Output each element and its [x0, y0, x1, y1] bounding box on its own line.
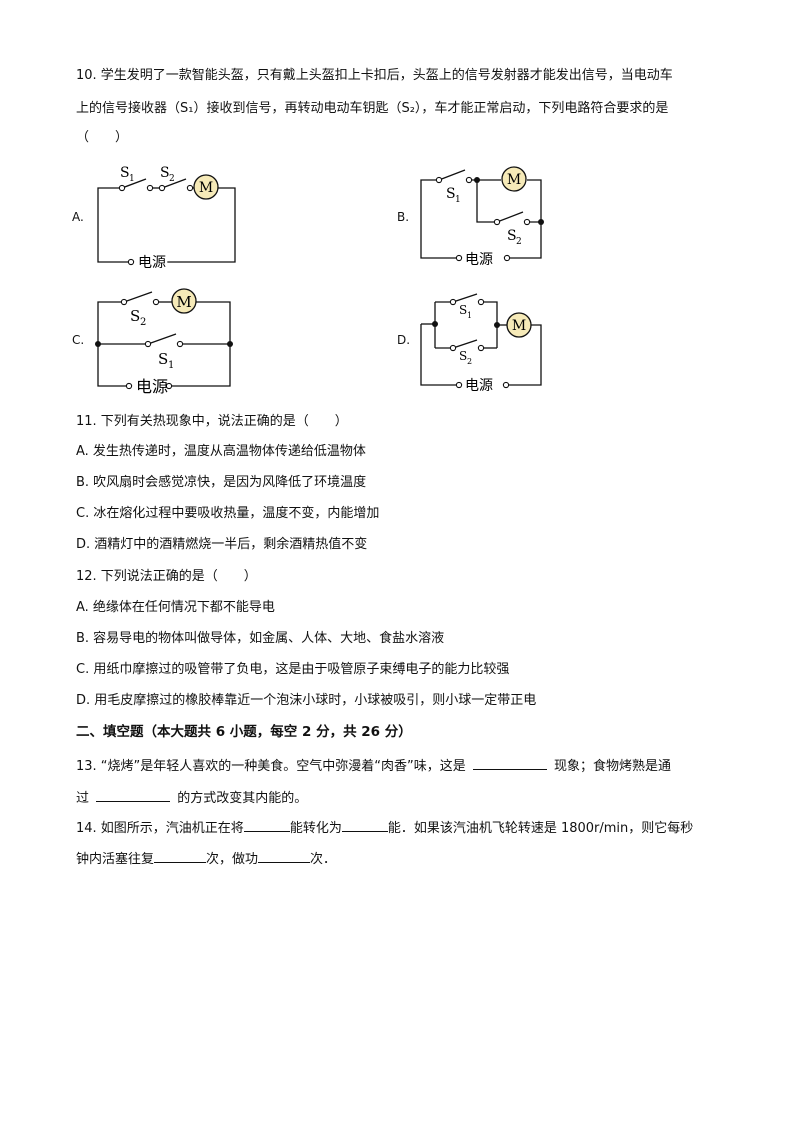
option-c-label: C.: [72, 333, 85, 347]
svg-text:电源: 电源: [138, 255, 166, 271]
option-a-label: A.: [72, 210, 84, 224]
q11-stem: 11. 下列有关热现象中，说法正确的是（ ）: [76, 414, 348, 429]
svg-text:电源: 电源: [138, 255, 166, 271]
q10-stem-line3: （ ）: [76, 130, 129, 145]
motor-icon: [171, 288, 197, 314]
svg-text:1: 1: [467, 311, 472, 320]
q12-option-c: C. 用纸巾摩擦过的吸管带了负电，这是由于吸管原子束缚电子的能力比较强: [76, 662, 510, 677]
circuit-diagram-c: M S 2 S 1 电源: [95, 288, 233, 396]
svg-text:S: S: [120, 165, 130, 181]
svg-text:2: 2: [140, 317, 146, 328]
circuit-diagram-b: M S 1 S 2 电源: [420, 166, 544, 268]
blank-field[interactable]: [258, 848, 311, 863]
blank-field[interactable]: [243, 817, 290, 832]
q12-option-d: D. 用毛皮摩擦过的橡胶棒靠近一个泡沫小球时，小球被吸引，则小球一定带正电: [76, 693, 537, 708]
q13-line2: 过 的方式改变其内能的。: [76, 787, 307, 808]
svg-text:M: M: [176, 293, 191, 311]
svg-text:S: S: [446, 186, 456, 202]
svg-text:M: M: [512, 318, 526, 334]
blank-field[interactable]: [472, 755, 547, 770]
q12-option-b: B. 容易导电的物体叫做导体，如金属、人体、大地、食盐水溶液: [76, 631, 445, 646]
svg-text:M: M: [507, 172, 521, 188]
q11-option-b: B. 吹风扇时会感觉凉快，是因为风降低了环境温度: [76, 475, 367, 490]
svg-text:S: S: [160, 165, 170, 181]
q12-option-a: A. 绝缘体在任何情况下都不能导电: [76, 600, 275, 615]
motor-icon: [506, 312, 532, 338]
q11-option-c: C. 冰在熔化过程中要吸收热量，温度不变，内能增加: [76, 506, 380, 521]
svg-text:S: S: [459, 349, 467, 363]
blank-field[interactable]: [96, 787, 171, 802]
svg-text:电源: 电源: [136, 377, 168, 396]
svg-text:S: S: [130, 307, 140, 325]
blank-field[interactable]: [341, 817, 388, 832]
circuit-diagram-d: M S 1 S 2 电源: [420, 293, 542, 394]
svg-text:1: 1: [455, 195, 461, 205]
circuit-diagram-a: M S 1 S 2 电源 电源: [97, 165, 236, 274]
svg-text:2: 2: [169, 174, 175, 184]
svg-text:电源: 电源: [465, 378, 493, 394]
section-heading: 二、填空题（本大题共 6 小题，每空 2 分，共 26 分）: [76, 724, 412, 740]
q10-stem-line2: 上的信号接收器（S₁）接收到信号，再转动电动车钥匙（S₂），车才能正常启动，下列…: [76, 101, 669, 116]
svg-text:1: 1: [168, 360, 174, 371]
svg-text:1: 1: [129, 174, 135, 184]
motor-icon: [193, 174, 219, 200]
q14-line2: 钟内活塞往复次，做功次．: [76, 848, 336, 869]
svg-text:2: 2: [467, 357, 472, 366]
svg-text:S: S: [158, 350, 168, 368]
svg-text:S: S: [507, 228, 517, 244]
q12-stem: 12. 下列说法正确的是（ ）: [76, 569, 257, 584]
svg-text:电源: 电源: [465, 252, 493, 268]
svg-text:S: S: [459, 303, 467, 317]
blank-field[interactable]: [154, 848, 207, 863]
svg-text:M: M: [199, 180, 213, 196]
q11-option-a: A. 发生热传递时，温度从高温物体传递给低温物体: [76, 444, 366, 459]
q11-option-d: D. 酒精灯中的酒精燃烧一半后，剩余酒精热值不变: [76, 537, 368, 552]
option-d-label: D.: [397, 333, 411, 347]
q13-line1: 13. “烧烤”是年轻人喜欢的一种美食。空气中弥漫着“肉香”味，这是 现象；食物…: [76, 755, 671, 776]
motor-icon: [501, 166, 527, 192]
svg-text:2: 2: [516, 237, 522, 247]
q14-line1: 14. 如图所示，汽油机正在将能转化为能．如果该汽油机飞轮转速是 1800r/m…: [76, 817, 693, 838]
option-b-label: B.: [397, 210, 410, 224]
q10-stem-line1: 10. 学生发明了一款智能头盔，只有戴上头盔扣上卡扣后，头盔上的信号发射器才能发…: [76, 68, 673, 83]
